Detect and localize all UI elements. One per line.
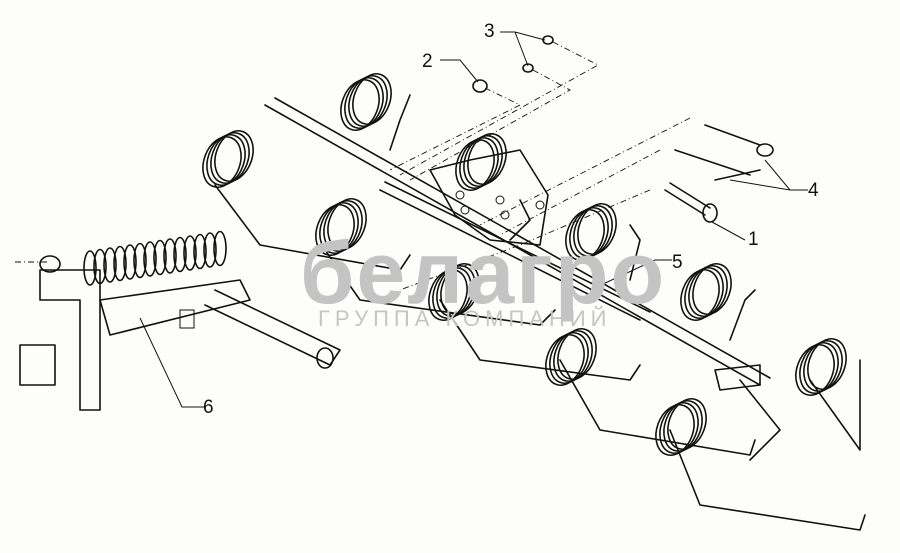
spring-turn — [203, 232, 217, 268]
coil — [545, 328, 597, 386]
spring-turn — [183, 235, 197, 271]
spring-turn — [193, 233, 207, 270]
tines — [214, 94, 866, 531]
leader-lines — [139, 31, 808, 408]
callout-6: 6 — [203, 397, 214, 418]
spring-turn — [93, 248, 107, 285]
spring-bracket-assembly — [19, 269, 341, 411]
mounting-plate — [429, 149, 549, 246]
spring-turn — [163, 238, 177, 274]
coil — [795, 338, 847, 396]
coil — [565, 203, 617, 261]
dash-lines — [15, 41, 691, 291]
coil — [202, 130, 254, 188]
watermark-subtitle: ГРУППА КОМПАНИЙ — [318, 306, 612, 331]
watermark-brand: белагро — [300, 223, 667, 322]
callout-2: 2 — [422, 51, 433, 72]
spring-turn — [143, 241, 157, 277]
spring-turn — [113, 245, 127, 282]
spring-eye — [39, 255, 61, 273]
spring-turn — [153, 239, 167, 276]
tension-spring — [39, 230, 227, 286]
callout-4: 4 — [808, 180, 819, 201]
hardware-parts — [472, 35, 774, 391]
spring-turn — [213, 230, 227, 267]
callout-3: 3 — [484, 21, 495, 42]
coil — [680, 263, 732, 321]
spring-turn — [133, 242, 147, 279]
coil — [455, 133, 507, 191]
main-frame-bar — [264, 97, 771, 386]
callout-5: 5 — [672, 252, 683, 273]
coil — [340, 73, 392, 131]
callout-1: 1 — [748, 229, 759, 250]
coil — [655, 398, 707, 456]
coil — [315, 198, 367, 256]
spring-turn — [83, 250, 97, 286]
spring-turn — [123, 244, 137, 280]
spring-turn — [173, 236, 187, 273]
spring-turn — [103, 247, 117, 283]
